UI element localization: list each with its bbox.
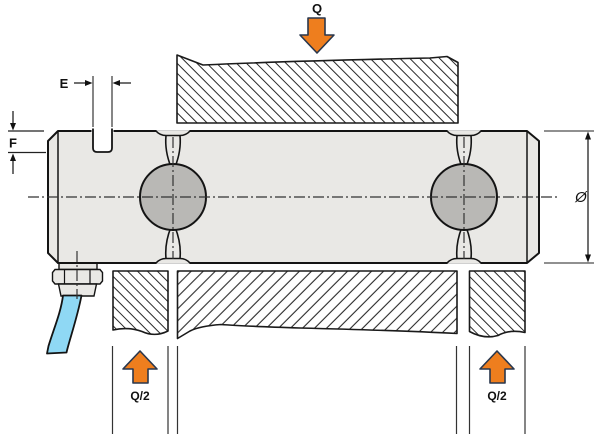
lower-support-block-middle [176,270,458,340]
sensor-cable [46,294,83,355]
dimension-diameter [544,130,594,264]
dim-e-label: E [60,76,69,91]
half-load-right-label: Q/2 [487,389,507,403]
half-load-left-label: Q/2 [130,389,150,403]
dimension-e [74,76,131,127]
lower-support-block-right [468,270,526,338]
extension-lines [111,346,526,434]
reaction-arrow-left-up [122,350,158,384]
center-lines [28,137,557,299]
load-arrow-down [299,17,335,54]
dim-f-label: F [9,136,17,151]
lower-support-block-left [112,270,169,336]
dimension-f [8,111,46,174]
cable-gland [51,262,104,297]
reaction-arrow-right-up [479,350,515,384]
upper-support-block [176,54,459,124]
keyway-slot [91,128,114,153]
load-label: Q [312,1,322,16]
diameter-symbol: Ø [574,189,588,206]
